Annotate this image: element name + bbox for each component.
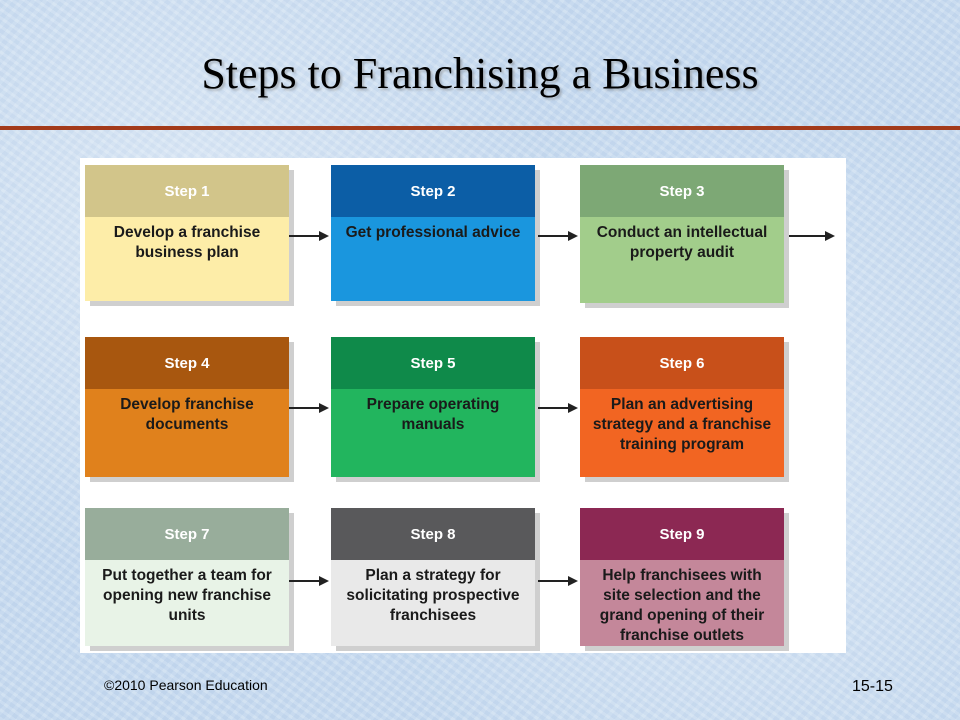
step-5-text: Prepare operating manuals — [331, 389, 535, 477]
step-3-header: Step 3 — [580, 165, 784, 217]
step-5-header: Step 5 — [331, 337, 535, 389]
step-7-text: Put together a team for opening new fran… — [85, 560, 289, 646]
flow-arrow — [289, 231, 329, 241]
slide-number: 15-15 — [852, 678, 893, 695]
flow-arrow — [538, 403, 578, 413]
slide-title: Steps to Franchising a Business — [201, 49, 759, 98]
step-3-text: Conduct an intellectual property audit — [580, 217, 784, 303]
step-1-header: Step 1 — [85, 165, 289, 217]
step-2-text: Get professional advice — [331, 217, 535, 301]
copyright-text: ©2010 Pearson Education — [104, 677, 268, 693]
step-9-text: Help franchisees with site selection and… — [580, 560, 784, 646]
step-7-header: Step 7 — [85, 508, 289, 560]
flow-arrow — [538, 231, 578, 241]
step-8-header: Step 8 — [331, 508, 535, 560]
step-6-text: Plan an advertising strategy and a franc… — [580, 389, 784, 477]
flow-arrow — [538, 576, 578, 586]
step-2-header: Step 2 — [331, 165, 535, 217]
step-6-header: Step 6 — [580, 337, 784, 389]
title-divider — [0, 126, 960, 130]
flow-arrow — [789, 231, 835, 241]
step-4-header: Step 4 — [85, 337, 289, 389]
flow-arrow — [289, 576, 329, 586]
step-4-text: Develop franchise documents — [85, 389, 289, 477]
flow-arrow — [289, 403, 329, 413]
step-9-header: Step 9 — [580, 508, 784, 560]
step-1-text: Develop a franchise business plan — [85, 217, 289, 301]
step-8-text: Plan a strategy for solicitating prospec… — [331, 560, 535, 646]
